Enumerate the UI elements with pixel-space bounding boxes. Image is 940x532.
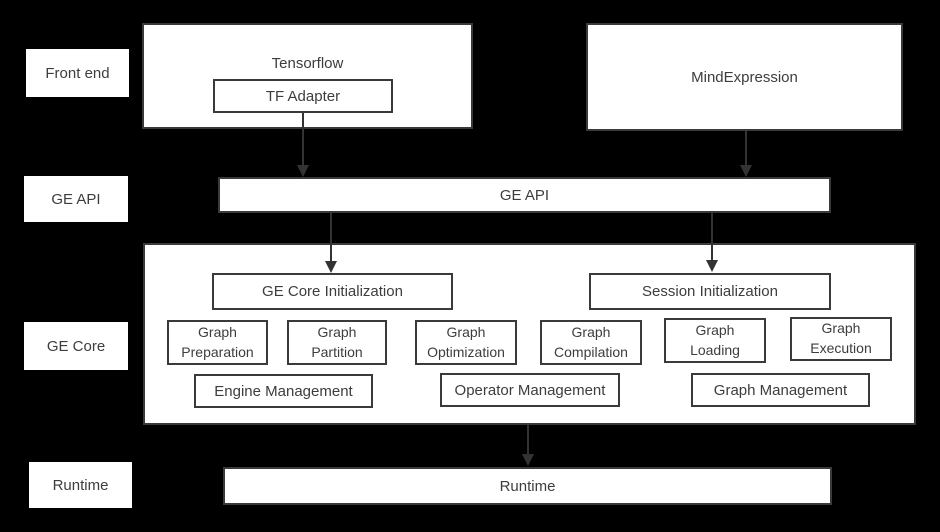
tensorflow-box: Tensorflow TF Adapter: [142, 23, 473, 129]
arrow-tf-adapter-to-ge-api-head: [297, 165, 309, 177]
arrow-ge-api-to-ge-core-init: [330, 213, 332, 262]
tensorflow-title: Tensorflow: [271, 55, 344, 72]
graph-loading-box: Graph Loading: [664, 318, 766, 363]
engine-management-box: Engine Management: [194, 374, 373, 408]
mindexpression-box: MindExpression: [586, 23, 903, 131]
arrow-mindexpression-to-ge-api-head: [740, 165, 752, 177]
runtime-bar: Runtime: [223, 467, 832, 505]
operator-management-box: Operator Management: [440, 373, 620, 407]
row-label-runtime: Runtime: [29, 462, 132, 508]
row-label-front-end: Front end: [26, 49, 129, 97]
session-initialization-box: Session Initialization: [589, 273, 831, 310]
arrow-ge-api-to-session-init: [711, 213, 713, 261]
row-label-ge-api: GE API: [24, 176, 128, 222]
graph-execution-box: Graph Execution: [790, 317, 892, 361]
graph-management-box: Graph Management: [691, 373, 870, 407]
arrow-ge-core-to-runtime-head: [522, 454, 534, 466]
ge-core-initialization-box: GE Core Initialization: [212, 273, 453, 310]
arrow-tf-adapter-to-ge-api: [302, 113, 304, 166]
graph-compilation-box: Graph Compilation: [540, 320, 642, 365]
arrow-ge-core-to-runtime: [527, 425, 529, 455]
graph-optimization-box: Graph Optimization: [415, 320, 517, 365]
ge-api-bar: GE API: [218, 177, 831, 213]
graph-partition-box: Graph Partition: [287, 320, 387, 365]
arrow-ge-api-to-ge-core-init-head: [325, 261, 337, 273]
tf-adapter-box: TF Adapter: [213, 79, 393, 113]
graph-preparation-box: Graph Preparation: [167, 320, 268, 365]
arrow-ge-api-to-session-init-head: [706, 260, 718, 272]
arrow-mindexpression-to-ge-api: [745, 131, 747, 166]
row-label-ge-core: GE Core: [24, 322, 128, 370]
